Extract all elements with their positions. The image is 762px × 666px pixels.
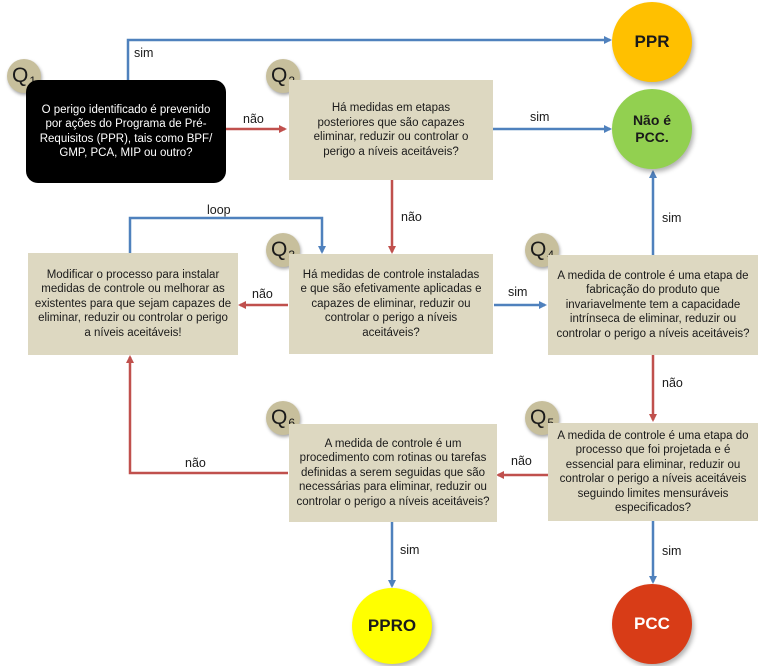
outcome-pcc-label: PCC: [634, 614, 670, 633]
label-loop: loop: [207, 203, 231, 217]
q2-badge-letter: Q: [270, 64, 288, 87]
edge-q6-nao: [126, 355, 288, 475]
label-q4-nao: não: [662, 376, 683, 390]
label-q5-sim: sim: [662, 544, 682, 558]
q4-box: A medida de controle é uma etapa de fabr…: [548, 255, 758, 355]
q3-badge: Q3: [266, 233, 300, 267]
outcome-nao-pcc: Não é PCC.: [612, 89, 692, 169]
modify-text: Modificar o processo para instalar medid…: [34, 268, 232, 339]
q2-text: Há medidas em etapas posteriores que são…: [313, 102, 469, 158]
edge-q1-sim: [126, 36, 612, 80]
outcome-nao-pcc-label: Não é PCC.: [632, 112, 672, 145]
outcome-ppr: PPR: [612, 2, 692, 82]
outcome-ppro: PPRO: [352, 588, 432, 664]
q3-box: Há medidas de controle instaladas e que …: [289, 254, 493, 354]
label-q1-sim: sim: [134, 46, 154, 60]
label-q5-nao: não: [511, 454, 532, 468]
label-q3-nao: não: [252, 287, 273, 301]
outcome-pcc: PCC: [612, 584, 692, 664]
q2-box: Há medidas em etapas posteriores que são…: [289, 80, 493, 180]
modify-box: Modificar o processo para instalar medid…: [28, 253, 238, 355]
outcome-ppr-label: PPR: [634, 32, 670, 51]
label-q2-sim: sim: [530, 110, 550, 124]
q6-badge-number: 6: [288, 416, 296, 430]
q3-badge-letter: Q: [270, 238, 288, 261]
q5-box: A medida de controle é uma etapa do proc…: [548, 423, 758, 521]
label-q3-sim: sim: [508, 285, 528, 299]
label-q6-nao: não: [185, 456, 206, 470]
label-q6-sim: sim: [400, 543, 420, 557]
q4-text: A medida de controle é uma etapa de fabr…: [556, 269, 750, 340]
outcome-ppro-label: PPRO: [367, 616, 417, 635]
q1-box: O perigo identificado é prevenido por aç…: [26, 80, 226, 183]
q5-badge-letter: Q: [529, 406, 547, 429]
q6-box: A medida de controle é um procedimento c…: [289, 424, 497, 522]
edge-loop: [128, 216, 326, 254]
q1-badge-letter: Q: [11, 64, 29, 87]
q5-text: A medida de controle é uma etapa do proc…: [557, 429, 749, 515]
q1-badge: Q1: [7, 59, 41, 93]
q6-badge-letter: Q: [270, 406, 288, 429]
label-q2-nao: não: [401, 210, 422, 224]
label-q1-nao: não: [243, 112, 264, 126]
q6-text: A medida de controle é um procedimento c…: [296, 437, 490, 508]
q4-badge-letter: Q: [529, 238, 547, 261]
label-q4-sim: sim: [662, 211, 682, 225]
q1-text: O perigo identificado é prevenido por aç…: [39, 103, 213, 160]
q3-text: Há medidas de controle instaladas e que …: [300, 268, 482, 339]
